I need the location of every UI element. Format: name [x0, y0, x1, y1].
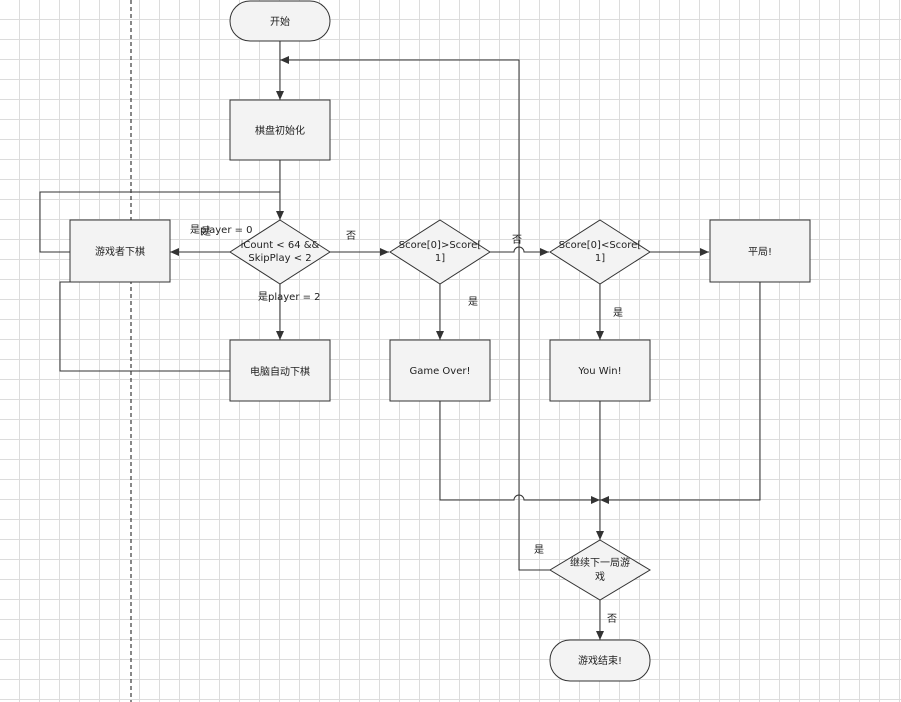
edge-gameover-to-merge [439, 401, 600, 504]
computer-move-node[interactable]: 电脑自动下棋 [229, 339, 331, 402]
score-lt-label-line2: 1] [595, 253, 605, 264]
edge-label-yes-youwin: 是 [613, 307, 623, 319]
player-move-node[interactable]: 游戏者下棋 [69, 219, 171, 283]
condition-label-line1: iCount < 64 && [241, 240, 320, 251]
game-over-label: Game Over! [409, 366, 470, 377]
edge-continue-yes-loop [280, 56, 550, 571]
edge-label-no-end: 否 [607, 613, 617, 625]
edge-label-no-1: 否 [346, 230, 356, 242]
edge-label-yes-overlap: 是 [201, 226, 211, 238]
init-label: 棋盘初始化 [255, 124, 305, 137]
init-node[interactable]: 棋盘初始化 [229, 99, 331, 161]
edge-draw-to-merge [600, 282, 761, 504]
edge-label-yes-gameover: 是 [468, 296, 478, 308]
you-win-label: You Win! [577, 366, 621, 377]
score-lt-label-line1: Score[0]<Score[ [559, 240, 641, 251]
edge-label-yes-continue: 是 [534, 544, 544, 556]
continue-decision[interactable]: 继续下一局游 戏 [549, 539, 651, 601]
continue-label-line2: 戏 [595, 571, 605, 583]
score-gt-label-line1: Score[0]>Score[ [399, 240, 481, 251]
draw-node[interactable]: 平局! [709, 219, 811, 283]
score-lt-decision[interactable]: Score[0]<Score[ 1] [549, 219, 651, 285]
condition-label-line2: SkipPlay < 2 [248, 253, 311, 264]
draw-label: 平局! [748, 246, 772, 258]
condition-decision[interactable]: iCount < 64 && SkipPlay < 2 [229, 219, 331, 285]
edge-label-player-2: 是player = 2 [258, 291, 321, 303]
start-node[interactable]: 开始 [229, 0, 331, 42]
edge-computer-loop-back [59, 281, 230, 372]
score-gt-decision[interactable]: Score[0]>Score[ 1] [389, 219, 491, 285]
score-gt-label-line2: 1] [435, 253, 445, 264]
edge-label-player-0: 是player = 0 [190, 224, 253, 236]
player-move-label: 游戏者下棋 [95, 245, 145, 258]
end-label: 游戏结束! [578, 654, 622, 667]
edge-player-loop-back [39, 191, 280, 253]
start-label: 开始 [270, 15, 290, 28]
you-win-node[interactable]: You Win! [549, 339, 651, 402]
game-over-node[interactable]: Game Over! [389, 339, 491, 402]
computer-move-label: 电脑自动下棋 [250, 365, 310, 378]
end-node[interactable]: 游戏结束! [549, 639, 651, 682]
continue-label-line1: 继续下一局游 [570, 556, 630, 569]
edge-label-no-2: 否 [512, 234, 522, 246]
